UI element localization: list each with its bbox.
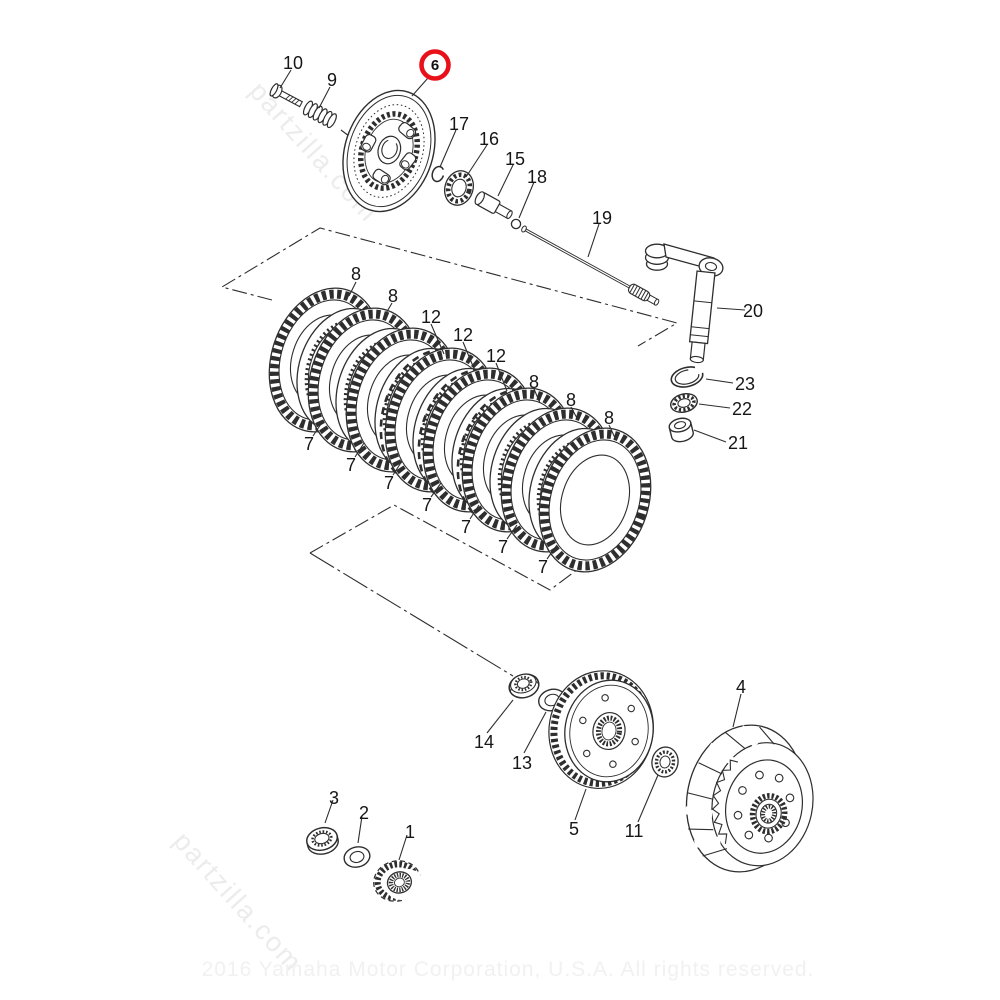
upper-group-box [220, 227, 679, 347]
callout-7: 7 [498, 537, 508, 557]
copyright-text: 2016 Yamaha Motor Corporation, U.S.A. Al… [202, 958, 815, 981]
callout-20: 20 [743, 301, 763, 321]
callout-12: 12 [453, 325, 473, 345]
washer-11 [651, 746, 679, 778]
callout-7: 7 [422, 495, 432, 515]
callout-16: 16 [479, 129, 499, 149]
clutch-boss-5 [548, 670, 654, 790]
push-lever-20 [644, 243, 724, 364]
callout-21: 21 [728, 433, 748, 453]
callout-12: 12 [421, 307, 441, 327]
callout-8: 8 [566, 390, 576, 410]
circlip-23 [670, 366, 704, 388]
circlip-17 [431, 165, 445, 183]
callout-14: 14 [474, 732, 494, 752]
callout-17: 17 [449, 114, 469, 134]
collar-21 [668, 417, 694, 443]
callout-8: 8 [529, 372, 539, 392]
clutch-housing-4 [684, 724, 814, 873]
washer-2 [343, 846, 371, 868]
callout-11: 11 [625, 821, 644, 841]
callout-4: 4 [736, 677, 746, 697]
primary-gear-1 [373, 860, 423, 902]
callout-3: 3 [329, 788, 339, 808]
callout-19: 19 [592, 208, 612, 228]
spacer-3 [305, 826, 339, 855]
callout-2: 2 [359, 803, 369, 823]
callout-5: 5 [569, 819, 579, 839]
ball-18 [510, 218, 522, 230]
callout-13: 13 [512, 753, 532, 773]
push-rod-19 [521, 225, 660, 306]
callout-labels: 10 9 6 17 16 15 18 19 20 23 22 21 8 8 8 … [283, 53, 763, 842]
callout-18: 18 [527, 167, 547, 187]
bearing-22 [670, 392, 698, 414]
pressure-plate-6 [342, 89, 436, 213]
callout-22: 22 [732, 399, 752, 419]
callout-15: 15 [505, 149, 525, 169]
callout-8: 8 [351, 264, 361, 284]
callout-8: 8 [604, 408, 614, 428]
clutch-spring-9 [302, 100, 337, 129]
leader-lines [279, 69, 746, 861]
axis-centerline [309, 552, 514, 677]
callout-10: 10 [283, 53, 303, 73]
highlight-circle [419, 49, 451, 81]
callout-7: 7 [384, 473, 394, 493]
nut-14 [508, 673, 540, 699]
callout-7: 7 [346, 455, 356, 475]
callout-7: 7 [461, 517, 471, 537]
watermark-text: partzilla.com [168, 826, 309, 978]
bearing-16 [443, 170, 475, 206]
callout-7: 7 [538, 557, 548, 577]
callout-12: 12 [486, 346, 506, 366]
callout-1: 1 [405, 822, 415, 842]
callout-23: 23 [735, 374, 755, 394]
callout-7: 7 [304, 434, 314, 454]
callout-6: 6 [431, 57, 439, 74]
callout-8: 8 [388, 286, 398, 306]
bolt-10 [269, 83, 304, 108]
callout-9: 9 [327, 70, 337, 90]
push-rod-piece-15 [474, 191, 513, 220]
clutch-plate-stack [251, 274, 668, 587]
